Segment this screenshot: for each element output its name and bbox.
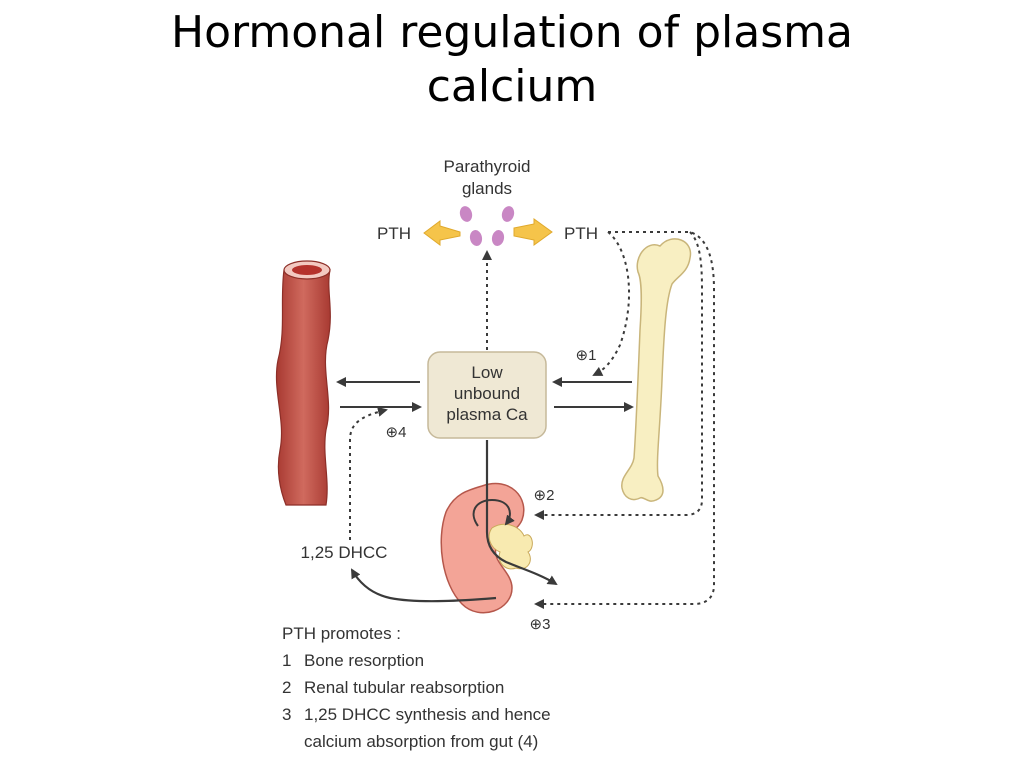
pth-legend: PTH promotes : 1 Bone resorption 2 Renal… (282, 620, 642, 755)
legend-heading: PTH promotes : (282, 624, 402, 643)
dhcc-to-gut-dotted (349, 406, 388, 540)
legend-item-3-num: 3 (282, 705, 292, 724)
gut-tube (275, 260, 331, 506)
kidney-shape (440, 482, 525, 614)
center-text-2: unbound (454, 384, 520, 403)
dhcc-label: 1,25 DHCC (301, 543, 388, 562)
gut-lumen (292, 265, 322, 275)
center-to-kidney-arrow (485, 440, 558, 586)
legend-item-2: 2 Renal tubular reabsorption (282, 674, 642, 701)
legend-item-1: 1 Bone resorption (282, 647, 642, 674)
marker-1: ⊕1 (576, 347, 597, 364)
gland-bottom-right (491, 230, 505, 246)
marker-2: ⊕2 (534, 487, 555, 504)
marker-4: ⊕4 (386, 424, 407, 441)
bone-shape (621, 238, 692, 502)
center-text-3: plasma Ca (446, 405, 528, 424)
legend-item-2-num: 2 (282, 678, 292, 697)
kidney-to-dhcc-arrow (351, 568, 497, 603)
marker-3: ⊕3 (530, 616, 551, 633)
pth-left-label: PTH (377, 224, 411, 243)
gland-top-left (459, 206, 473, 222)
pth-to-kidney-dotted-outer (534, 231, 715, 609)
title-line-1: Hormonal regulation of plasma (171, 7, 853, 58)
gland-bottom-left (469, 230, 483, 246)
pth-to-bone-dotted (592, 231, 630, 376)
glands-label-1: Parathyroid (444, 157, 531, 176)
pth-to-kidney-dotted-inner (534, 231, 703, 520)
legend-item-3-text: 1,25 DHCC synthesis and hence (304, 705, 551, 724)
gut-body (275, 269, 331, 506)
title-line-2: calcium (426, 61, 598, 112)
femur-bone (621, 238, 692, 502)
glands-label-2: glands (462, 179, 512, 198)
gland-top-right (501, 206, 515, 222)
center-text-1: Low (471, 363, 503, 382)
pth-arrow-right (513, 218, 553, 246)
reabsorption-loop-arrow (472, 498, 515, 527)
legend-item-3-continuation: calcium absorption from gut (4) (304, 732, 539, 751)
slide-title: Hormonal regulation of plasma calcium (0, 6, 1024, 114)
legend-item-1-num: 1 (282, 651, 292, 670)
pth-right-label: PTH (564, 224, 598, 243)
legend-item-2-text: Renal tubular reabsorption (304, 678, 505, 697)
center-box (427, 351, 547, 439)
parathyroid-glands (459, 206, 515, 246)
pth-arrow-left (423, 220, 461, 246)
legend-item-1-text: Bone resorption (304, 651, 425, 670)
legend-item-3: 3 1,25 DHCC synthesis and hence (282, 701, 642, 728)
